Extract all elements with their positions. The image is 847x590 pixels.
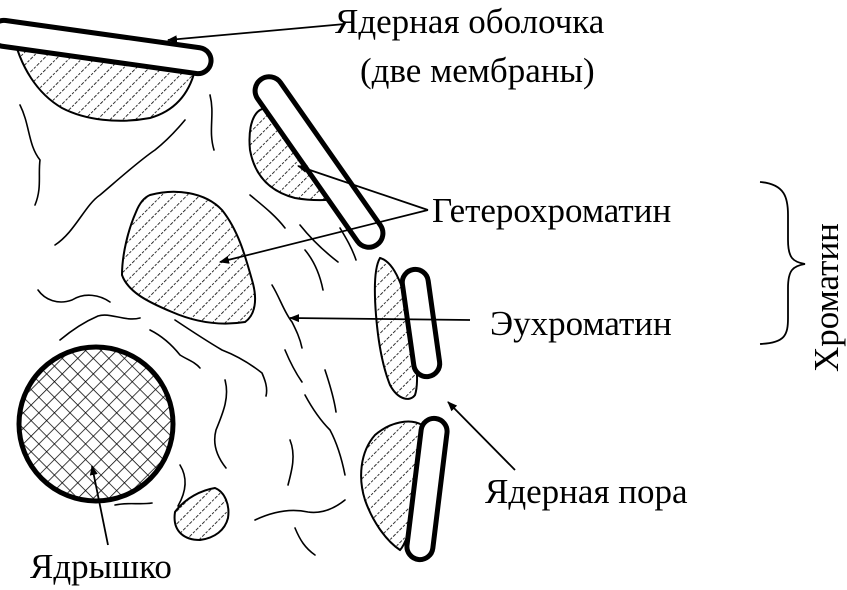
pointer-arrows bbox=[89, 23, 516, 546]
label-two-membranes: (две мембраны) bbox=[360, 51, 595, 90]
nuclear-envelope-segments bbox=[0, 17, 450, 563]
arrow-nucleolus bbox=[89, 465, 109, 546]
arrow-nuclear-pore bbox=[447, 401, 516, 471]
arrow-euchromatin bbox=[289, 314, 471, 323]
nucleolus-shape bbox=[16, 344, 176, 504]
label-heterochromatin: Гетерохроматин bbox=[432, 191, 671, 230]
label-euchromatin: Эухроматин bbox=[490, 304, 672, 343]
label-nuclear-envelope: Ядерная оболочка bbox=[335, 2, 605, 41]
label-chromatin: Хроматин bbox=[807, 223, 846, 372]
euchromatin-threads bbox=[19, 94, 357, 556]
arrow-envelope bbox=[167, 23, 346, 44]
arrow-heterochromatin-1 bbox=[297, 165, 429, 211]
chromatin-brace bbox=[759, 181, 806, 345]
label-nucleolus: Ядрышко bbox=[30, 547, 172, 586]
label-nuclear-pore: Ядерная пора bbox=[485, 472, 688, 511]
arrow-heterochromatin-2 bbox=[219, 209, 429, 264]
